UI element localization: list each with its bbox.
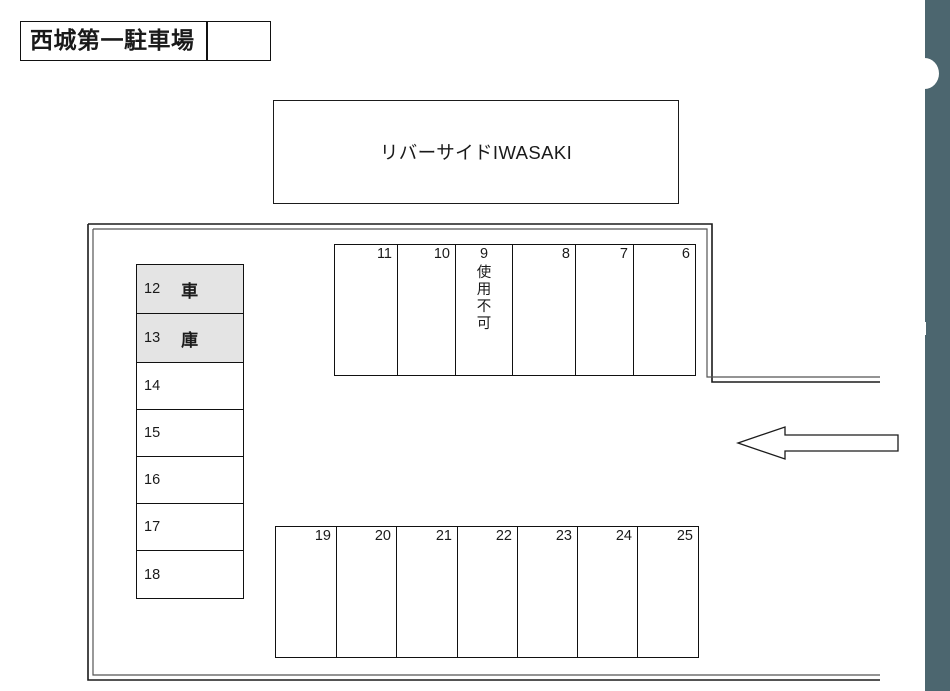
stall-number-label: 10 xyxy=(433,246,450,262)
parking-stall-12[interactable]: 12 車 xyxy=(137,265,243,314)
stall-number-label: 25 xyxy=(676,528,693,544)
parking-stall-22[interactable]: 22 xyxy=(458,527,518,657)
parking-stall-14[interactable]: 14 xyxy=(137,363,243,410)
stall-number-label: 23 xyxy=(555,528,572,544)
stall-number-label: 22 xyxy=(495,528,512,544)
stall-number-label: 20 xyxy=(374,528,391,544)
building-name: リバーサイドIWASAKI xyxy=(379,142,573,163)
parking-stall-6[interactable]: 6 xyxy=(634,245,695,375)
parking-stall-20[interactable]: 20 xyxy=(337,527,397,657)
parking-stall-24[interactable]: 24 xyxy=(578,527,638,657)
parking-stall-15[interactable]: 15 xyxy=(137,410,243,457)
stall-number-label: 6 xyxy=(681,246,690,262)
parking-stall-25[interactable]: 25 xyxy=(638,527,698,657)
stall-number-label: 12 xyxy=(144,281,161,297)
parking-stall-21[interactable]: 21 xyxy=(397,527,458,657)
parking-stall-23[interactable]: 23 xyxy=(518,527,578,657)
stall-number-label: 9 xyxy=(479,246,489,262)
parking-stall-8[interactable]: 8 xyxy=(513,245,576,375)
title-divider xyxy=(206,22,208,60)
stall-number-label: 11 xyxy=(376,246,392,262)
parking-stall-7[interactable]: 7 xyxy=(576,245,634,375)
stall-row-top: 11 10 9 使用不可 8 7 6 xyxy=(334,244,696,376)
lot-title-block: 西城第一駐車場 xyxy=(20,21,271,61)
stall-unavailable-note: 使用不可 xyxy=(476,265,492,333)
scan-edge-artifact xyxy=(925,0,950,691)
stall-number-label: 17 xyxy=(144,519,161,535)
entrance-direction-arrow xyxy=(735,426,899,460)
stall-number-label: 15 xyxy=(144,425,161,441)
stall-number-label: 24 xyxy=(615,528,632,544)
parking-stall-10[interactable]: 10 xyxy=(398,245,456,375)
parking-stall-17[interactable]: 17 xyxy=(137,504,243,551)
stall-number-label: 13 xyxy=(144,330,161,346)
stall-row-bottom: 19 20 21 22 23 24 25 xyxy=(275,526,699,658)
parking-stall-16[interactable]: 16 xyxy=(137,457,243,504)
scan-edge-notch xyxy=(910,58,939,89)
parking-stall-11[interactable]: 11 xyxy=(335,245,398,375)
garage-kanji-label: 車 xyxy=(181,281,199,301)
stall-number-label: 21 xyxy=(435,528,452,544)
lot-title-blank-cell xyxy=(208,22,270,60)
stall-number-label: 16 xyxy=(144,472,161,488)
parking-stall-18[interactable]: 18 xyxy=(137,551,243,598)
stall-number-label: 14 xyxy=(144,378,161,394)
building-label-box: リバーサイドIWASAKI xyxy=(273,100,679,204)
garage-kanji-label: 庫 xyxy=(181,330,199,350)
scan-edge-nick xyxy=(924,322,926,335)
stall-number-label: 18 xyxy=(144,566,161,583)
parking-stall-9[interactable]: 9 使用不可 xyxy=(456,245,513,375)
stall-number-label: 7 xyxy=(619,246,628,262)
stall-column-left: 12 車 13 庫 14 15 16 17 18 xyxy=(136,264,244,599)
parking-stall-19[interactable]: 19 xyxy=(276,527,337,657)
parking-stall-13[interactable]: 13 庫 xyxy=(137,314,243,363)
stall-number-label: 8 xyxy=(561,246,570,262)
stall-number-label: 19 xyxy=(314,528,331,544)
lot-title-text: 西城第一駐車場 xyxy=(30,26,195,53)
